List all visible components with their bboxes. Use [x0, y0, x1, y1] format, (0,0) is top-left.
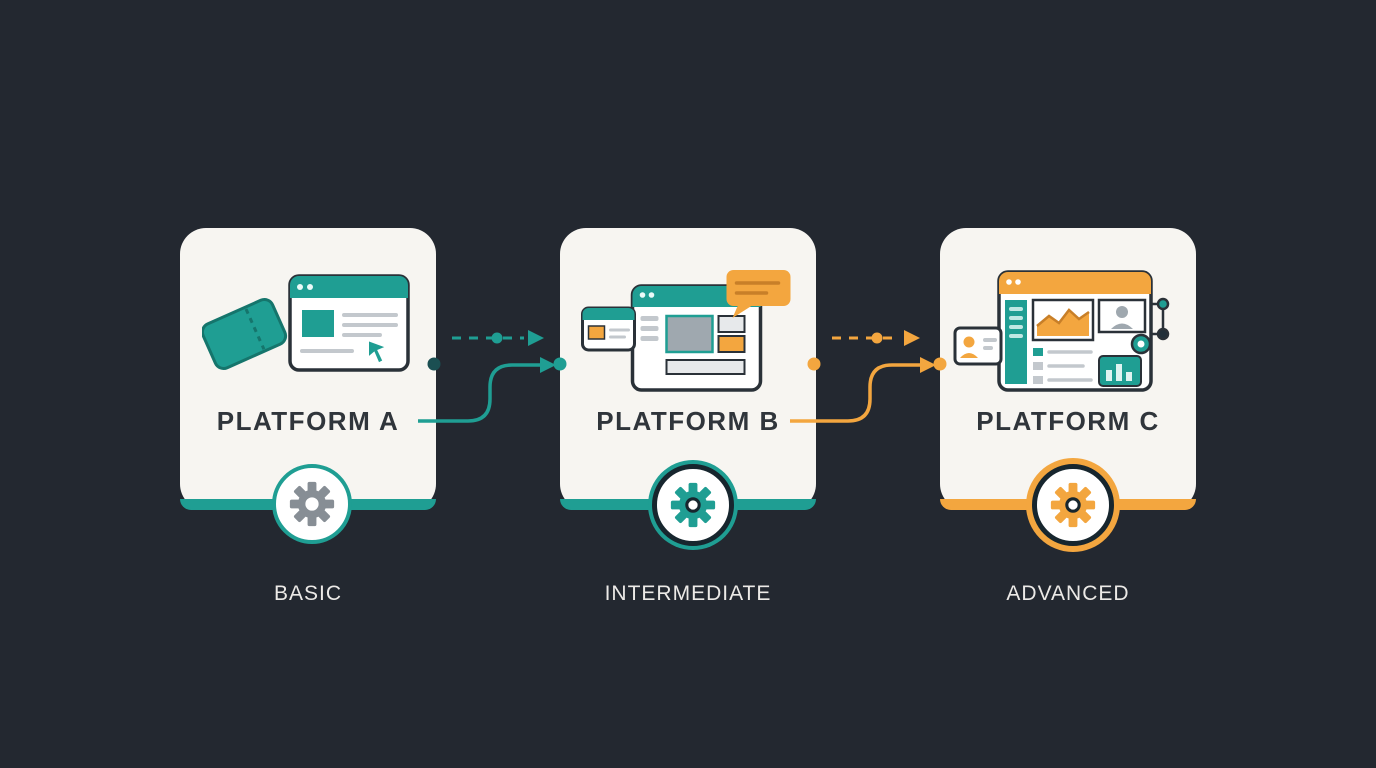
platform-card-c: PLATFORM C	[940, 228, 1196, 510]
platform-title: PLATFORM A	[216, 406, 400, 436]
cursor-arrow-icon	[367, 338, 390, 365]
gear-icon	[289, 481, 335, 527]
gear-badge	[272, 464, 352, 544]
ticket-icon	[202, 298, 288, 370]
level-label: ADVANCED	[1006, 582, 1130, 605]
browser-window-icon	[288, 274, 410, 372]
gear-badge	[1032, 464, 1114, 546]
platform-a-illustration	[202, 274, 410, 372]
user-card-icon	[953, 326, 1003, 366]
chat-bubble-icon	[726, 270, 791, 318]
platform-card-a: PLATFORM A	[180, 228, 436, 510]
gear-icon	[1050, 482, 1096, 528]
dashed-arrow-b-to-c	[832, 330, 920, 346]
bar-chart-icon	[1098, 355, 1142, 387]
gear-icon	[670, 482, 716, 528]
mini-window-icon	[581, 306, 636, 352]
list-rows-icon	[1033, 348, 1093, 384]
platform-title: PLATFORM B	[596, 406, 780, 436]
gear-badge	[652, 464, 734, 546]
mini-gear-icon	[1130, 333, 1152, 355]
avatar-icon	[1097, 298, 1147, 334]
level-label: INTERMEDIATE	[604, 582, 772, 605]
platform-c-illustration	[953, 270, 1170, 392]
level-label: BASIC	[273, 582, 343, 605]
platform-card-b: PLATFORM B	[560, 228, 816, 510]
platform-b-illustration	[581, 270, 791, 392]
dashed-arrow-a-to-b	[452, 330, 544, 346]
platform-title: PLATFORM C	[976, 406, 1160, 436]
area-chart-icon	[1031, 298, 1095, 342]
elbow-arrow-a-to-b	[418, 357, 567, 423]
node-dots-icon	[1151, 297, 1170, 341]
